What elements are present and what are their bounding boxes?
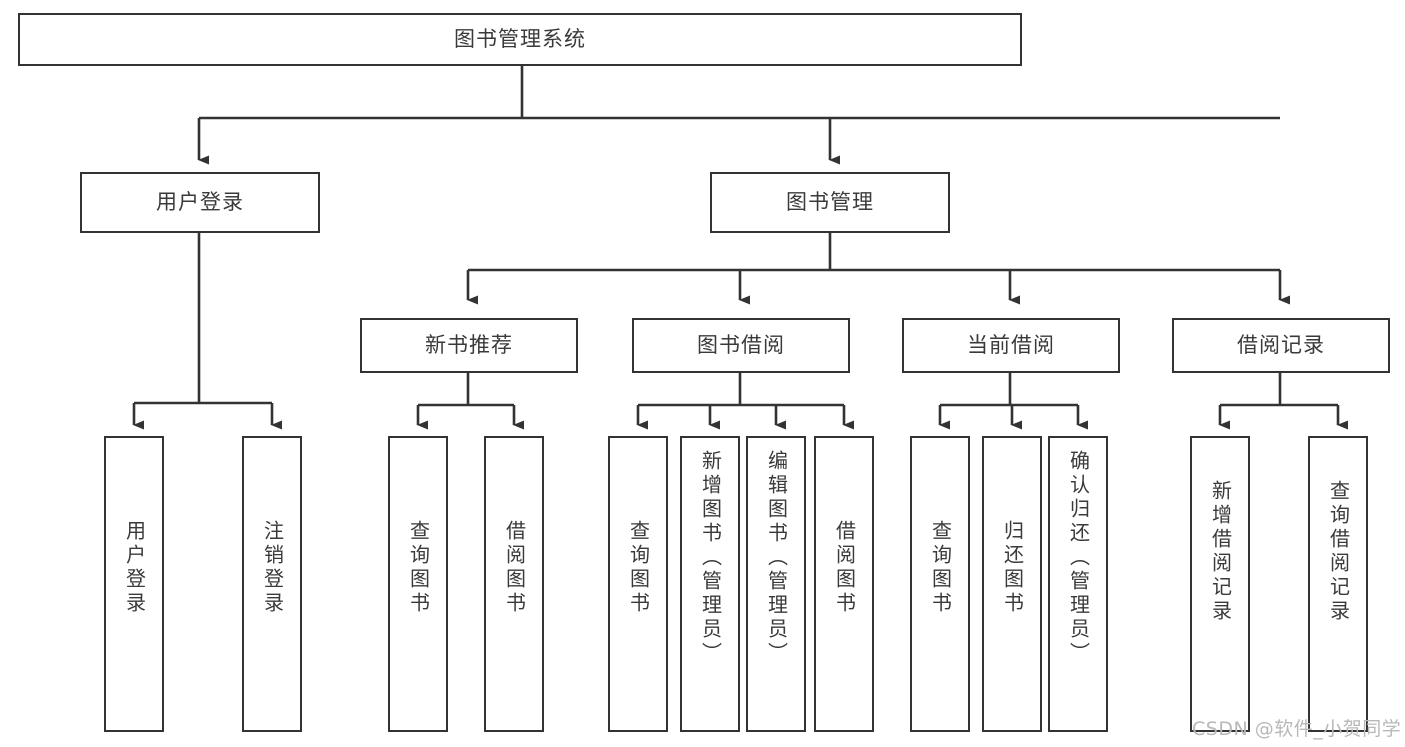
- node-leaf-add-book[interactable]: 新增图书（管理员）: [680, 436, 740, 732]
- node-leaf-confirm-return-label: 确认归还（管理员）: [1066, 450, 1091, 666]
- node-book-borrow[interactable]: 图书借阅: [632, 318, 850, 373]
- node-book-manage-label: 图书管理: [786, 190, 874, 215]
- node-borrow-record-label: 借阅记录: [1237, 333, 1325, 358]
- csdn-watermark: CSDN @软件_小贺同学: [1192, 718, 1402, 740]
- node-leaf-borrow-book-1[interactable]: 借阅图书: [484, 436, 544, 732]
- node-user-login-label: 用户登录: [156, 190, 244, 215]
- node-leaf-confirm-return[interactable]: 确认归还（管理员）: [1048, 436, 1108, 732]
- node-current-borrow-label: 当前借阅: [967, 333, 1055, 358]
- node-borrow-record[interactable]: 借阅记录: [1172, 318, 1390, 373]
- node-current-borrow[interactable]: 当前借阅: [902, 318, 1120, 373]
- node-leaf-user-login-label: 用户登录: [122, 520, 147, 616]
- node-leaf-user-logout-label: 注销登录: [260, 520, 285, 616]
- node-leaf-user-logout[interactable]: 注销登录: [242, 436, 302, 732]
- node-book-manage[interactable]: 图书管理: [710, 172, 950, 233]
- node-book-borrow-label: 图书借阅: [697, 333, 785, 358]
- node-leaf-add-record[interactable]: 新增借阅记录: [1190, 436, 1250, 732]
- node-leaf-query-book-2-label: 查询图书: [626, 520, 651, 616]
- node-leaf-return-book-label: 归还图书: [1000, 520, 1025, 616]
- node-leaf-borrow-book-1-label: 借阅图书: [502, 520, 527, 616]
- node-leaf-add-record-label: 新增借阅记录: [1208, 480, 1233, 624]
- node-leaf-query-record[interactable]: 查询借阅记录: [1308, 436, 1368, 732]
- node-root[interactable]: 图书管理系统: [18, 13, 1022, 66]
- node-root-label: 图书管理系统: [454, 27, 586, 52]
- node-leaf-user-login[interactable]: 用户登录: [104, 436, 164, 732]
- node-leaf-query-book-2[interactable]: 查询图书: [608, 436, 668, 732]
- node-leaf-query-book-1[interactable]: 查询图书: [388, 436, 448, 732]
- node-user-login[interactable]: 用户登录: [80, 172, 320, 233]
- node-leaf-borrow-book-2-label: 借阅图书: [832, 520, 857, 616]
- node-leaf-query-book-1-label: 查询图书: [406, 520, 431, 616]
- node-leaf-query-record-label: 查询借阅记录: [1326, 480, 1351, 624]
- node-leaf-query-book-3-label: 查询图书: [928, 520, 953, 616]
- node-new-book-recommend-label: 新书推荐: [425, 333, 513, 358]
- node-leaf-return-book[interactable]: 归还图书: [982, 436, 1042, 732]
- node-leaf-edit-book[interactable]: 编辑图书（管理员）: [746, 436, 806, 732]
- node-leaf-add-book-label: 新增图书（管理员）: [698, 450, 723, 666]
- node-leaf-query-book-3[interactable]: 查询图书: [910, 436, 970, 732]
- node-new-book-recommend[interactable]: 新书推荐: [360, 318, 578, 373]
- node-leaf-borrow-book-2[interactable]: 借阅图书: [814, 436, 874, 732]
- node-leaf-edit-book-label: 编辑图书（管理员）: [764, 450, 789, 666]
